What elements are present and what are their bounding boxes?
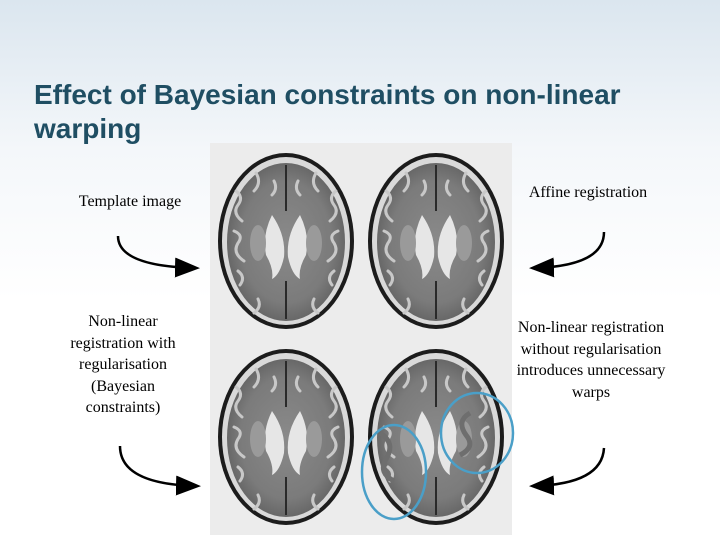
highlight-circle-left [360,423,428,521]
label-nonlinear-without-regularisation: Non-linear registration without regulari… [516,319,666,401]
slide-title: Effect of Bayesian constraints on non-li… [34,79,621,144]
arrow-without-regularisation [529,447,606,496]
label-affine-registration: Affine registration [528,184,648,201]
brain-without-regularisation-image [366,347,506,527]
highlight-circle-right [439,391,515,475]
arrow-template [116,235,200,278]
label-nonlinear-with-regularisation: Non-linear registration with regularisat… [70,313,176,416]
arrow-affine [529,231,606,278]
arrow-with-regularisation [118,445,201,496]
label-template-image: Template image [78,193,182,210]
